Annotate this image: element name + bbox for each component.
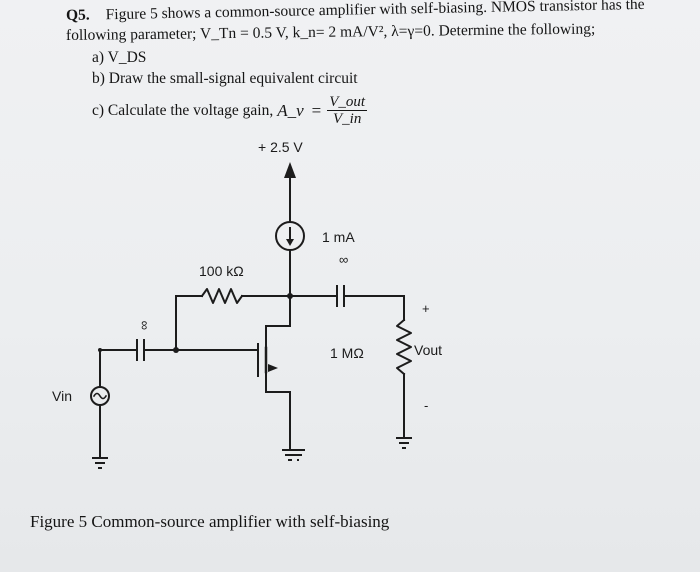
item-a-marker: a) (92, 49, 105, 66)
mosfet-source-arrow-icon (268, 364, 278, 372)
feedback-resistor-label: 100 kΩ (199, 263, 244, 279)
output-voltage-label: Vout (414, 342, 442, 358)
gain-numerator: V_out (327, 94, 368, 111)
gain-denominator: V_in (332, 111, 362, 127)
output-minus-sign: - (424, 398, 428, 413)
question-item-a: a) V_DS (92, 48, 367, 69)
ground-symbol-input-icon (92, 457, 108, 469)
vin-source-sine (92, 392, 108, 400)
gain-fraction: V_out V_in (327, 94, 368, 127)
current-direction-arrow-icon (286, 239, 294, 246)
ground-symbol-load-icon (396, 437, 412, 449)
ground-symbol-source-icon (282, 449, 298, 461)
question-list: a) V_DS b) Draw the small-signal equival… (92, 48, 368, 127)
question-item-c: c) Calculate the voltage gain, A_v = V_o… (92, 94, 368, 127)
feedback-resistor-zigzag (200, 288, 244, 304)
supply-voltage-label: + 2.5 V (258, 139, 303, 155)
item-c-marker: c) (92, 102, 105, 119)
supply-arrow-icon (284, 162, 296, 178)
input-voltage-label: Vin (52, 388, 72, 404)
gain-equals: = (311, 101, 322, 120)
drain-node (287, 293, 293, 299)
output-plus-sign: + (422, 301, 430, 316)
item-b-text: Draw the small-signal equivalent circuit (108, 70, 358, 87)
load-resistor-label: 1 MΩ (330, 345, 364, 361)
load-resistor-zigzag (396, 318, 412, 376)
input-node (98, 348, 102, 352)
input-cap-label: ∞ (136, 321, 151, 330)
output-cap-label: ∞ (339, 252, 348, 267)
question-item-b: b) Draw the small-signal equivalent circ… (92, 69, 367, 90)
item-a-text: V_DS (107, 49, 147, 66)
item-b-marker: b) (92, 70, 105, 87)
gate-node (173, 347, 179, 353)
item-c-text: Calculate the voltage gain, (107, 102, 274, 119)
figure-caption: Figure 5 Common-source amplifier with se… (30, 512, 390, 531)
current-source-label: 1 mA (322, 229, 355, 245)
gain-symbol: A_v (277, 101, 304, 120)
